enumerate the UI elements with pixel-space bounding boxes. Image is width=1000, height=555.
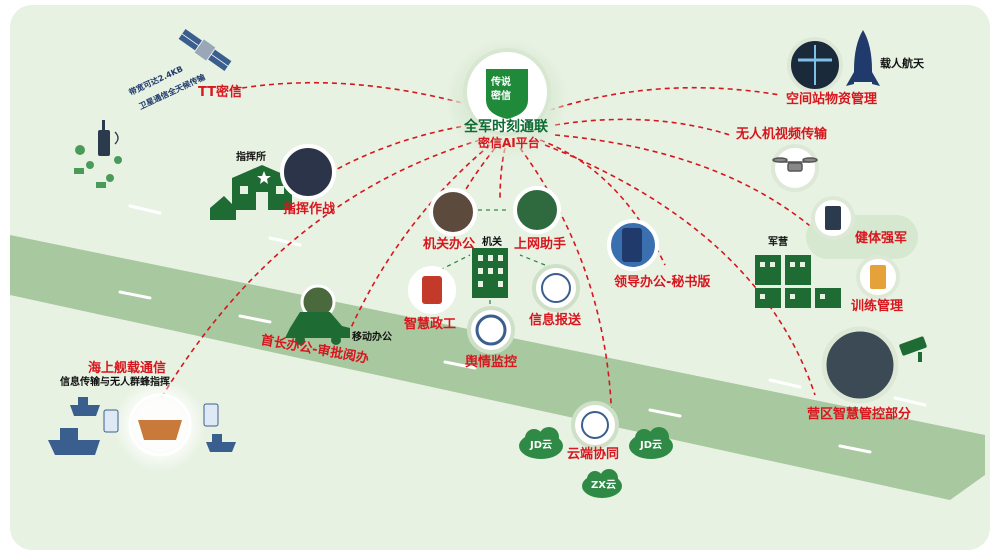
link-tt <box>229 81 471 106</box>
road-lane-marks <box>118 204 927 454</box>
link-camp <box>544 144 816 396</box>
ship-screen-left <box>103 409 119 433</box>
radio-handset-icon <box>98 120 119 156</box>
location-markers <box>74 145 122 188</box>
hub-title: 全军时刻通联 <box>464 119 548 135</box>
label-crewed-space: 载人航天 <box>880 57 924 70</box>
satellite-icon <box>178 29 232 71</box>
label-jd-cloud-left: JD云 <box>530 440 553 451</box>
label-fitness: 健体强军 <box>855 231 908 246</box>
hub-subtitle: 密信AI平台 <box>478 136 540 150</box>
ship-icons <box>48 397 236 455</box>
label-jd-cloud-right: JD云 <box>640 440 663 451</box>
cloud-collab-photo <box>571 401 619 449</box>
cctv-camera-icon <box>899 336 927 362</box>
hub-badge-line1: 传说 <box>491 77 511 88</box>
command-ops-photo <box>280 144 336 200</box>
label-drone-video: 无人机视频传输 <box>736 127 828 142</box>
public-opinion-photo <box>467 306 515 354</box>
label-smart-politics: 智慧政工 <box>404 317 457 332</box>
label-command-post: 指挥所 <box>236 152 266 163</box>
hub-badge <box>484 67 530 122</box>
link-maritime <box>159 139 481 401</box>
link-cloud <box>519 147 613 431</box>
label-agency: 机关 <box>482 237 502 248</box>
link-chief <box>349 144 491 331</box>
hub-badge-line2: 密信 <box>491 91 511 102</box>
label-tt: TT密信 <box>198 85 243 100</box>
rocket-icon <box>854 30 872 82</box>
link-station <box>549 86 781 111</box>
link-drone <box>554 118 731 136</box>
label-leader-office: 领导办公-秘书版 <box>614 275 711 290</box>
road-band <box>10 235 985 500</box>
label-online-assistant: 上网助手 <box>514 237 567 252</box>
barracks-icon <box>755 255 841 308</box>
agency-office-photo <box>429 188 477 236</box>
link-command <box>309 124 471 186</box>
label-mobile-office: 移动办公 <box>352 332 392 343</box>
online-assistant-photo <box>513 186 561 234</box>
ship-screen-right <box>203 403 219 427</box>
label-public-opinion: 舆情监控 <box>465 355 518 370</box>
label-training: 训练管理 <box>851 299 904 314</box>
label-maritime-sub: 信息传输与无人群蜂指挥 <box>60 377 170 388</box>
label-command-ops: 指挥作战 <box>283 202 336 217</box>
label-agency-office: 机关办公 <box>423 237 476 252</box>
label-barracks: 军营 <box>768 237 788 248</box>
label-info-report: 信息报送 <box>529 313 582 328</box>
label-maritime: 海上舰载通信 <box>88 361 167 376</box>
drone-icon <box>772 157 818 172</box>
label-space-station: 空间站物资管理 <box>786 92 878 107</box>
car-icon <box>285 312 350 338</box>
command-post-icon <box>210 165 292 220</box>
label-cloud-collab: 云端协同 <box>567 447 620 462</box>
label-zx-cloud: ZX云 <box>591 480 616 491</box>
label-camp-control: 营区智慧管控部分 <box>807 407 912 422</box>
agency-building-icon <box>472 248 508 298</box>
info-report-photo <box>532 264 580 312</box>
carrier-icon <box>138 420 182 440</box>
camp-control-photo <box>821 326 899 404</box>
cloud-icons <box>519 427 673 498</box>
